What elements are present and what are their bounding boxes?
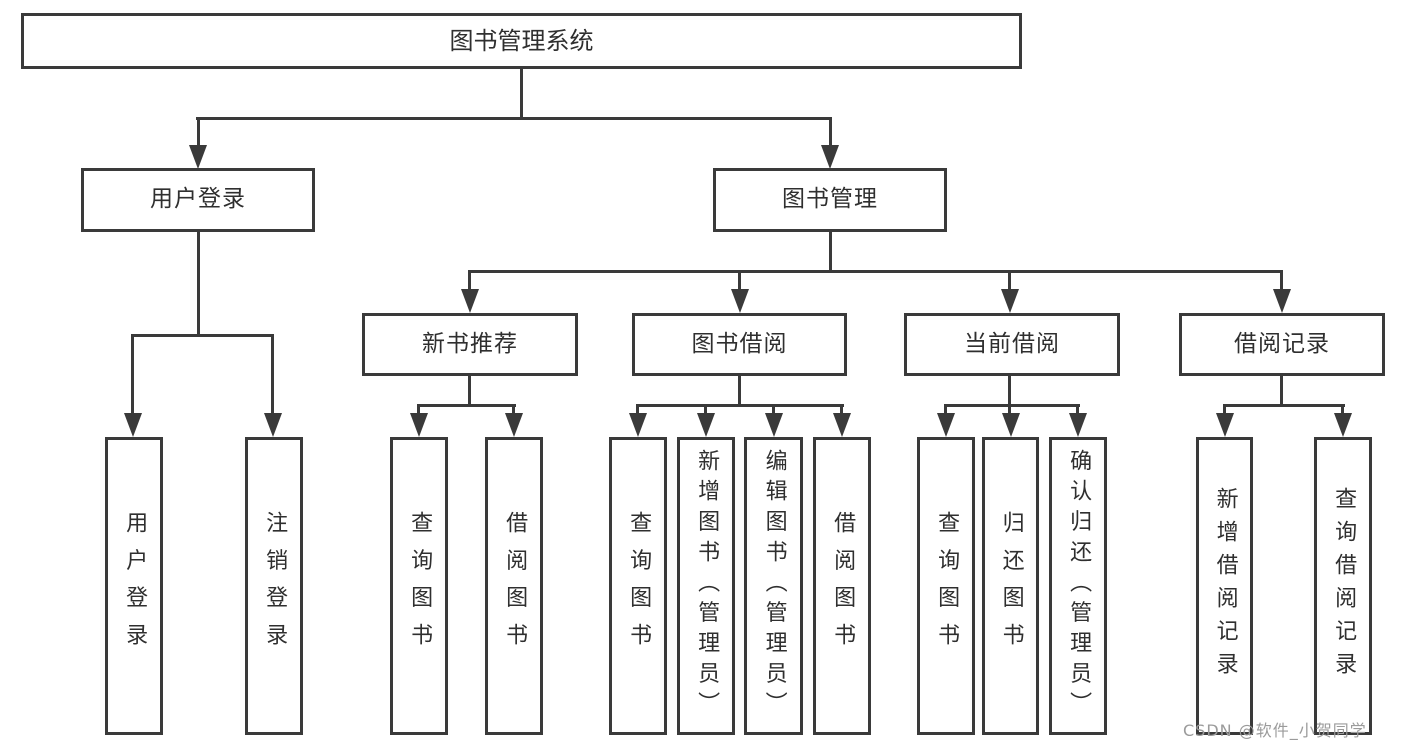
leaf-borrow-books-2: 借阅图书: [813, 437, 871, 735]
arrow-down-icon: [1002, 413, 1020, 437]
arrow-down-icon: [1069, 413, 1087, 437]
edge-stub: [1341, 404, 1344, 416]
leaf-query-books-2: 查询图书: [609, 437, 667, 735]
csdn-watermark: CSDN @软件_小贺同学: [1183, 721, 1367, 740]
edge-level2-header: [196, 117, 832, 120]
leaf-query-books-3: 查询图书: [917, 437, 975, 735]
edge-level3-header: [468, 270, 1283, 273]
edge-stub: [512, 404, 515, 416]
arrow-down-icon: [1001, 289, 1019, 313]
edge-stub: [1076, 404, 1079, 416]
edge-borrowing-records-stem: [1280, 376, 1283, 407]
node-current-borrowing: 当前借阅: [904, 313, 1120, 376]
arrow-down-icon: [765, 413, 783, 437]
leaf-confirm-return-admin: 确认归还（管理员）: [1049, 437, 1107, 735]
leaf-add-book-admin: 新增图书（管理员）: [677, 437, 735, 735]
leaf-borrow-books-1: 借阅图书: [485, 437, 543, 735]
leaf-return-book: 归还图书: [982, 437, 1039, 735]
edge-new-book-header: [417, 404, 516, 407]
edge-borrowing-records-header: [1223, 404, 1345, 407]
leaf-logout: 注销登录: [245, 437, 303, 735]
arrow-down-icon: [505, 413, 523, 437]
edge-stub: [772, 404, 775, 416]
node-new-book-recommend: 新书推荐: [362, 313, 578, 376]
edge-to-leaf-user-login: [131, 334, 134, 417]
arrow-down-icon: [937, 413, 955, 437]
node-borrowing-records: 借阅记录: [1179, 313, 1385, 376]
edge-stub: [944, 404, 947, 416]
leaf-edit-book-admin: 编辑图书（管理员）: [744, 437, 803, 735]
edge-stub: [840, 404, 843, 416]
arrow-down-icon: [697, 413, 715, 437]
edge-to-new-book: [468, 270, 471, 292]
edge-stub: [704, 404, 707, 416]
edge-new-book-stem: [468, 376, 471, 407]
edge-stub: [1008, 404, 1011, 416]
node-book-borrowing: 图书借阅: [632, 313, 847, 376]
arrow-down-icon: [410, 413, 428, 437]
node-user-login: 用户登录: [81, 168, 315, 232]
leaf-user-login: 用户登录: [105, 437, 163, 735]
arrow-down-icon: [629, 413, 647, 437]
edge-stub: [1223, 404, 1226, 416]
edge-to-borrowing-records: [1280, 270, 1283, 292]
arrow-down-icon: [1273, 289, 1291, 313]
leaf-query-borrow-record: 查询借阅记录: [1314, 437, 1372, 735]
edge-to-current-borrowing: [1008, 270, 1011, 292]
edge-stub: [417, 404, 420, 416]
arrow-down-icon: [1334, 413, 1352, 437]
edge-current-borrowing-stem: [1008, 376, 1011, 407]
arrow-down-icon: [833, 413, 851, 437]
arrow-down-icon: [731, 289, 749, 313]
edge-user-login-stem: [197, 232, 200, 336]
edge-stub: [636, 404, 639, 416]
arrow-down-icon: [821, 145, 839, 169]
edge-book-borrowing-stem: [738, 376, 741, 407]
edge-to-book-management: [829, 117, 832, 147]
edge-to-user-login: [197, 117, 200, 147]
arrow-down-icon: [461, 289, 479, 313]
edge-book-borrowing-header: [636, 404, 844, 407]
leaf-add-borrow-record: 新增借阅记录: [1196, 437, 1253, 735]
edge-to-leaf-logout: [271, 334, 274, 417]
arrow-down-icon: [189, 145, 207, 169]
node-root-library-system: 图书管理系统: [21, 13, 1022, 69]
node-book-management: 图书管理: [713, 168, 947, 232]
arrow-down-icon: [1216, 413, 1234, 437]
arrow-down-icon: [124, 413, 142, 437]
edge-to-book-borrowing: [738, 270, 741, 292]
arrow-down-icon: [264, 413, 282, 437]
edge-current-borrowing-header: [944, 404, 1080, 407]
edge-root-stem: [520, 69, 523, 119]
leaf-query-books-1: 查询图书: [390, 437, 448, 735]
edge-user-login-header: [131, 334, 274, 337]
edge-book-management-stem: [829, 232, 832, 272]
